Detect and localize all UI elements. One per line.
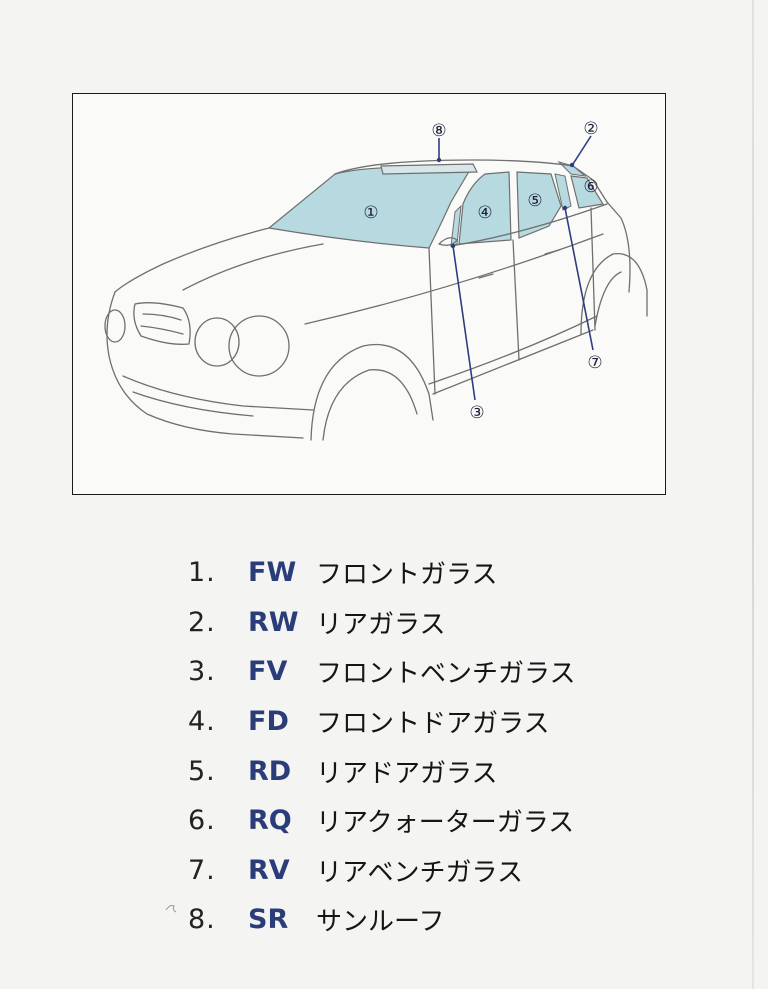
callout-front-vent: ③ <box>469 403 484 423</box>
legend-row-rd: 5. RD リアドアガラス <box>188 746 648 796</box>
legend-number: 1. <box>188 557 216 589</box>
callout-front-door: ④ <box>477 203 492 223</box>
leader-dots <box>436 157 575 249</box>
glass-legend: 1. FW フロントガラス 2. RW リアガラス 3. FV フロントベンチガ… <box>188 548 648 945</box>
legend-number: 8. <box>188 904 216 936</box>
legend-name: フロントガラス <box>316 560 498 591</box>
callout-rear-door: ⑤ <box>527 191 542 211</box>
pen-mark <box>165 905 177 913</box>
callout-rear-quarter: ⑥ <box>583 177 598 197</box>
legend-number: 5. <box>188 755 216 787</box>
legend-code: FD <box>248 706 289 738</box>
car-illustration: ① ② ③ ④ ⑤ ⑥ ⑦ ⑧ <box>104 119 648 441</box>
legend-number: 2. <box>188 606 216 638</box>
legend-name: サンルーフ <box>316 907 445 938</box>
legend-row-rq: 6. RQ リアクォーターガラス <box>188 796 648 846</box>
legend-code: FW <box>248 557 297 589</box>
legend-row-rw: 2. RW リアガラス <box>188 598 648 648</box>
rear-door-glass <box>516 171 562 239</box>
legend-number: 6. <box>188 805 216 837</box>
car-body-lines <box>104 159 648 441</box>
callout-rear-vent: ⑦ <box>587 353 602 373</box>
legend-name: リアドアガラス <box>316 758 498 789</box>
rear-quarter-glass <box>570 175 604 209</box>
legend-code: RQ <box>248 805 292 837</box>
callout-rear-glass: ② <box>583 119 598 139</box>
leader-lines <box>438 135 594 401</box>
legend-code: RV <box>248 854 290 886</box>
rear-vent-glass <box>554 173 572 211</box>
legend-row-fv: 3. FV フロントベンチガラス <box>188 647 648 697</box>
front-door-glass <box>458 171 512 245</box>
legend-name: フロントベンチガラス <box>316 659 576 690</box>
legend-code: SR <box>248 904 289 936</box>
legend-code: RD <box>248 755 292 787</box>
legend-number: 7. <box>188 854 216 886</box>
legend-row-fw: 1. FW フロントガラス <box>188 548 648 598</box>
windshield-glass <box>267 166 473 249</box>
page-edge <box>752 0 754 989</box>
legend-row-rv: 7. RV リアベンチガラス <box>188 846 648 896</box>
legend-name: リアベンチガラス <box>316 857 523 888</box>
legend-row-sr: 8. SR サンルーフ <box>188 895 648 945</box>
car-glass-diagram: ① ② ③ ④ ⑤ ⑥ ⑦ ⑧ <box>72 93 666 495</box>
legend-name: リアガラス <box>316 609 446 640</box>
callout-windshield: ① <box>363 203 378 223</box>
sunroof-glass <box>380 163 478 175</box>
legend-code: RW <box>248 606 299 638</box>
legend-name: フロントドアガラス <box>316 709 550 740</box>
legend-number: 4. <box>188 706 216 738</box>
legend-row-fd: 4. FD フロントドアガラス <box>188 697 648 747</box>
legend-code: FV <box>248 656 288 688</box>
legend-name: リアクォーターガラス <box>316 808 575 839</box>
legend-number: 3. <box>188 656 216 688</box>
callout-sunroof: ⑧ <box>431 121 446 141</box>
